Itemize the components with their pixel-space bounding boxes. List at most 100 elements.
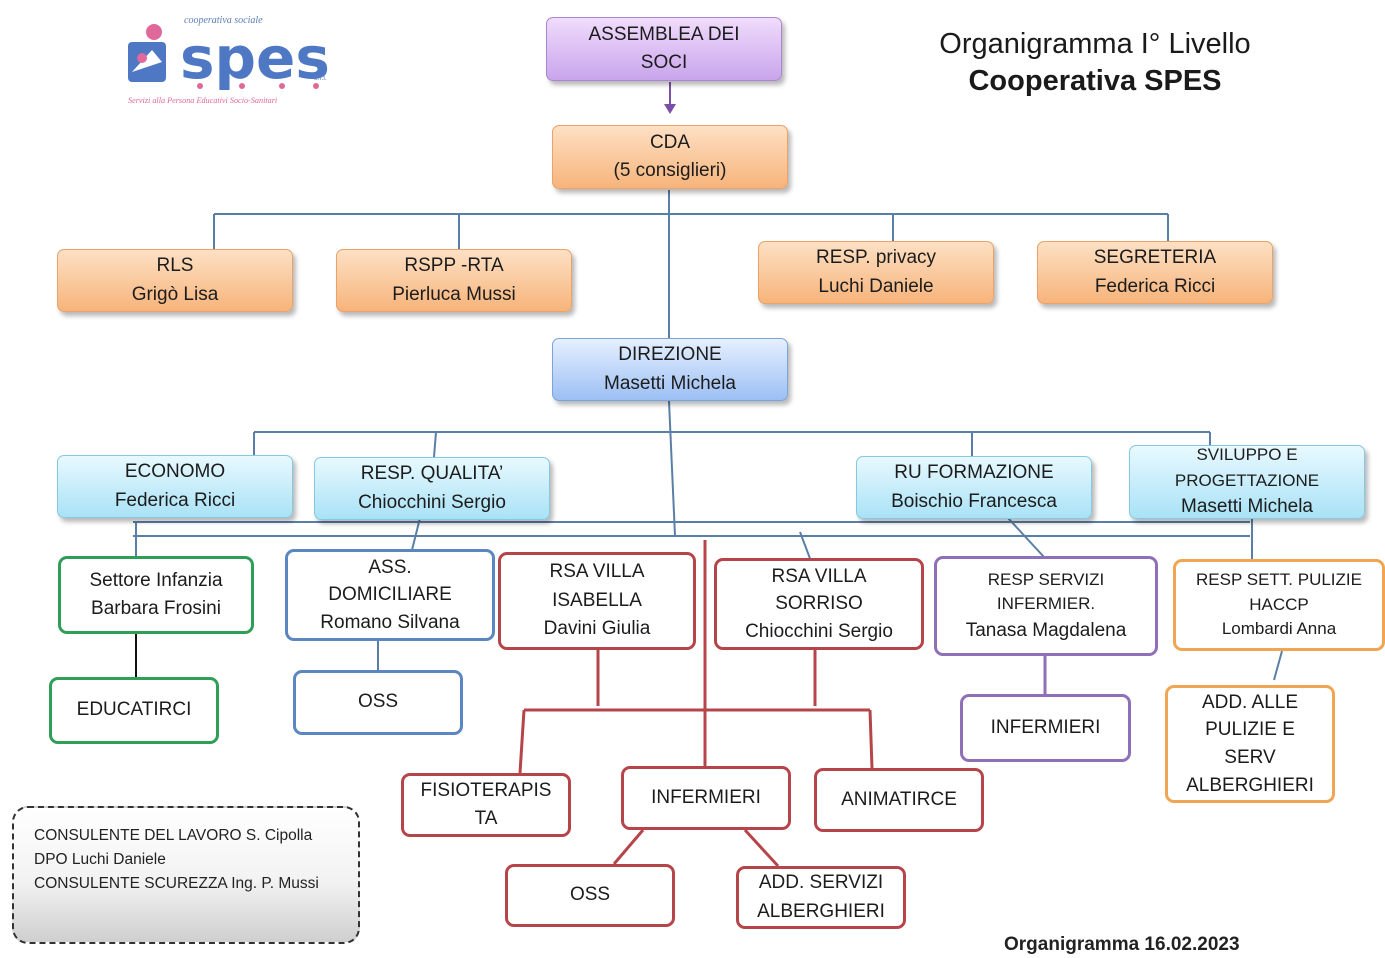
node-label: RSA VILLA <box>771 565 867 587</box>
node-label: ASSEMBLEA DEI <box>588 23 740 45</box>
consultants-box: CONSULENTE DEL LAVORO S. Cipolla DPO Luc… <box>12 806 360 944</box>
node-label: SERV <box>1224 747 1276 768</box>
node-label: INFERMIERI <box>651 786 761 808</box>
node-label: EDUCATIRCI <box>76 699 192 721</box>
node-label: SVILUPPO E <box>1196 445 1298 465</box>
node-cda: CDA (5 consiglieri) <box>552 125 788 189</box>
node-label: ALBERGHIERI <box>1186 774 1314 796</box>
node-ru-formazione: RU FORMAZIONE Boischio Francesca <box>856 456 1092 519</box>
node-animatirce: ANIMATIRCE <box>814 768 984 832</box>
node-label: Romano Silvana <box>320 611 460 633</box>
node-label: Davini Giulia <box>543 618 651 640</box>
node-label: DOMICILIARE <box>328 584 452 606</box>
node-label: FISIOTERAPIS <box>420 779 552 801</box>
connector <box>743 828 780 868</box>
node-label: Settore Infanzia <box>89 569 223 591</box>
node-label: Tanasa Magdalena <box>965 619 1127 641</box>
consultant-line: CONSULENTE SCUREZZA Ing. P. Mussi <box>34 875 319 893</box>
node-label: SOCI <box>640 52 688 73</box>
node-rspp: RSPP -RTA Pierluca Mussi <box>336 249 572 312</box>
consultant-line: DPO Luchi Daniele <box>34 851 166 869</box>
node-oss-domiciliare: OSS <box>293 670 463 735</box>
node-resp-qualita: RESP. QUALITA’ Chiocchini Sergio <box>314 457 550 520</box>
node-add-pulizie: ADD. ALLE PULIZIE E SERV ALBERGHIERI <box>1165 685 1335 803</box>
node-segreteria: SEGRETERIA Federica Ricci <box>1037 241 1273 304</box>
node-economo: ECONOMO Federica Ricci <box>57 455 293 518</box>
consultant-line: CONSULENTE DEL LAVORO S. Cipolla <box>34 827 313 844</box>
node-settore-infanzia: Settore Infanzia Barbara Frosini <box>58 556 254 634</box>
node-label: ISABELLA <box>552 589 642 611</box>
title-line-2: Cooperativa SPES <box>968 65 1222 97</box>
node-ass-domiciliare: ASS. DOMICILIARE Romano Silvana <box>285 549 495 641</box>
node-label: INFERMIER. <box>996 594 1096 614</box>
node-label: ASS. <box>368 556 412 578</box>
node-label: RESP SETT. PULIZIE <box>1196 570 1362 590</box>
node-label: Masetti Michela <box>1181 496 1313 518</box>
node-label: ADD. SERVIZI <box>758 872 884 893</box>
node-rsa-villa-isabella: RSA VILLA ISABELLA Davini Giulia <box>498 552 696 650</box>
node-label: RLS <box>156 255 194 276</box>
node-label: Boischio Francesca <box>891 490 1057 512</box>
chart-date: Organigramma 16.02.2023 <box>1004 934 1240 955</box>
node-oss-rsa: OSS <box>505 864 675 927</box>
node-label: Federica Ricci <box>1094 275 1216 297</box>
node-label: ANIMATIRCE <box>841 788 957 810</box>
connector <box>868 709 874 769</box>
node-label: RESP. QUALITA’ <box>360 463 504 484</box>
connector <box>1007 517 1045 558</box>
node-sviluppo: SVILUPPO E PROGETTAZIONE Masetti Michela <box>1129 445 1365 519</box>
node-label: SEGRETERIA <box>1093 247 1217 268</box>
logo-figure-icon <box>128 24 166 82</box>
node-label: Chiocchini Sergio <box>358 491 506 513</box>
node-fisioterapista: FISIOTERAPIS TA <box>401 773 571 837</box>
node-label: DIREZIONE <box>618 344 722 365</box>
node-assemblea: ASSEMBLEA DEI SOCI <box>546 17 782 81</box>
node-label: RSPP -RTA <box>404 255 504 276</box>
node-educatirci: EDUCATIRCI <box>49 677 219 744</box>
node-label: OSS <box>569 884 611 906</box>
arrow-down-icon <box>664 104 676 114</box>
node-label: RESP. privacy <box>815 247 937 268</box>
logo-top-text: cooperativa sociale <box>184 15 263 26</box>
node-label: CDA <box>649 131 691 153</box>
node-label: ECONOMO <box>124 461 226 482</box>
node-label: SORRISO <box>775 593 863 615</box>
node-infermieri-rsa: INFERMIERI <box>621 766 791 830</box>
node-label: RU FORMAZIONE <box>894 462 1054 483</box>
node-rls: RLS Grigò Lisa <box>57 249 293 312</box>
node-label: RESP SERVIZI <box>987 569 1105 589</box>
node-label: Masetti Michela <box>604 372 736 394</box>
connector <box>668 400 676 537</box>
node-label: PROGETTAZIONE <box>1174 470 1320 490</box>
logo-suffix: s.r.l. <box>314 75 327 82</box>
node-label: Grigò Lisa <box>131 283 219 305</box>
node-label: Federica Ricci <box>114 489 236 511</box>
node-label: Luchi Daniele <box>818 275 934 297</box>
node-resp-pulizie: RESP SETT. PULIZIE HACCP Lombardi Anna <box>1173 559 1385 651</box>
logo-name: spes <box>180 24 330 92</box>
node-label: RSA VILLA <box>549 561 645 583</box>
node-label: Barbara Frosini <box>91 598 221 619</box>
connector <box>1273 650 1283 681</box>
node-label: Lombardi Anna <box>1221 619 1337 639</box>
node-label: Chiocchini Sergio <box>745 620 893 642</box>
connector <box>433 431 437 458</box>
connector <box>612 829 645 865</box>
node-label: INFERMIERI <box>990 716 1101 738</box>
node-label: HACCP <box>1249 594 1309 614</box>
node-direzione: DIREZIONE Masetti Michela <box>552 338 788 401</box>
node-resp-servizi-infermier: RESP SERVIZI INFERMIER. Tanasa Magdalena <box>934 556 1158 656</box>
node-label: ADD. ALLE <box>1201 691 1299 713</box>
node-rsa-villa-sorriso: RSA VILLA SORRISO Chiocchini Sergio <box>714 558 924 650</box>
node-label: Pierluca Mussi <box>392 283 516 305</box>
node-label: ALBERGHIERI <box>757 900 885 922</box>
logo-tagline: Servizi alla Persona Educativi Socio-San… <box>128 96 278 105</box>
node-label: (5 consiglieri) <box>613 160 727 181</box>
connector <box>411 517 421 551</box>
spes-logo: cooperativa sociale spes s.r.l. Servizi … <box>118 12 338 112</box>
node-label: PULIZIE E <box>1205 719 1295 741</box>
title-line-1: Organigramma I° Livello <box>939 28 1251 60</box>
connector <box>518 709 526 774</box>
node-resp-privacy: RESP. privacy Luchi Daniele <box>758 241 994 304</box>
